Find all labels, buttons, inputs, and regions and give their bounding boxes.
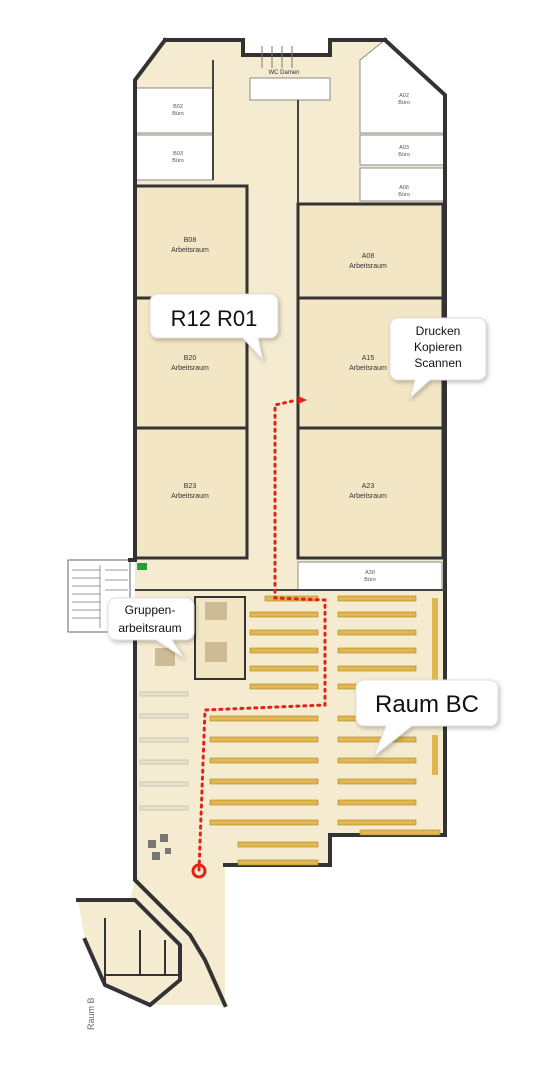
start-marker-icon[interactable] xyxy=(191,863,207,879)
shelf-row xyxy=(237,841,319,848)
label-b03-id: B03 xyxy=(173,151,183,157)
label-b20-id: B20 xyxy=(184,355,197,362)
room-a08[interactable] xyxy=(296,202,445,300)
street-label: Raum B xyxy=(86,997,96,1030)
shelf-row xyxy=(337,757,417,764)
shelf-row xyxy=(359,829,441,836)
label-a02-type: Büro xyxy=(398,100,410,106)
room-a23[interactable] xyxy=(296,426,445,560)
group-table-3 xyxy=(155,648,175,666)
shelf-row xyxy=(337,799,417,806)
shelf-row xyxy=(249,647,319,654)
shelf-row xyxy=(209,757,319,764)
callout-group xyxy=(107,597,195,659)
callout-print-line1: Drucken xyxy=(416,324,461,338)
stair-steps xyxy=(72,565,128,628)
shelf-row xyxy=(209,736,319,743)
wc-steps xyxy=(261,46,293,68)
label-a06-type: Büro xyxy=(398,192,410,198)
callout-r12 xyxy=(149,293,279,362)
outer-wall-top xyxy=(163,38,387,57)
label-b23-id: B23 xyxy=(184,483,197,490)
shelf-row xyxy=(209,819,319,826)
side-rack xyxy=(432,735,438,775)
callout-raum-bc xyxy=(355,679,499,758)
shelf-row xyxy=(337,629,417,636)
callout-group-line2: arbeitsraum xyxy=(118,621,181,635)
shelf-row xyxy=(337,778,417,785)
outer-wall-left xyxy=(128,37,168,562)
shelf-row xyxy=(249,629,319,636)
shelf-row xyxy=(337,665,417,672)
label-a23-type: Arbeitsraum xyxy=(349,493,387,500)
label-a23-id: A23 xyxy=(362,483,375,490)
room-a03[interactable] xyxy=(359,134,446,166)
wc-block xyxy=(249,77,331,101)
room-b23[interactable] xyxy=(133,426,249,560)
group-table-2 xyxy=(205,642,227,662)
group-table-1 xyxy=(205,602,227,620)
route-path xyxy=(197,398,327,872)
route-arrow-icon xyxy=(298,396,307,404)
label-b23-type: Arbeitsraum xyxy=(171,493,209,500)
shelf-row xyxy=(249,683,319,690)
label-a03-id: A03 xyxy=(399,145,409,151)
room-a30[interactable] xyxy=(297,561,443,591)
room-a06[interactable] xyxy=(359,167,446,202)
label-b20-type: Arbeitsraum xyxy=(171,365,209,372)
callout-print-line2: Kopieren xyxy=(414,340,462,354)
outer-wall-bottom-left xyxy=(133,630,228,1008)
exit-sign xyxy=(137,563,147,570)
shelf-row xyxy=(249,665,319,672)
label-a08-id: A08 xyxy=(362,253,375,260)
shelf-row xyxy=(337,611,417,618)
label-b03-type: Büro xyxy=(172,158,184,164)
shelves-left xyxy=(139,691,189,811)
label-a06-id: A06 xyxy=(399,185,409,191)
label-wc: WC Damen xyxy=(268,70,299,76)
side-rack xyxy=(432,598,438,686)
label-b08-type: Arbeitsraum xyxy=(171,247,209,254)
shelf-row xyxy=(237,859,319,866)
label-b02-id: B02 xyxy=(173,104,183,110)
label-a02-id: A02 xyxy=(399,93,409,99)
shelf-row xyxy=(209,778,319,785)
shelf-row xyxy=(337,647,417,654)
callout-raum-bc-text: Raum BC xyxy=(375,691,479,718)
lounge-seating xyxy=(148,834,171,860)
label-a08-type: Arbeitsraum xyxy=(349,263,387,270)
callout-group-line1: Gruppen- xyxy=(125,603,176,617)
callout-r12-text: R12 R01 xyxy=(171,306,258,331)
label-a30-type: Büro xyxy=(364,577,376,583)
label-a03-type: Büro xyxy=(398,152,410,158)
room-b03[interactable] xyxy=(134,134,214,181)
shelf-row xyxy=(209,799,319,806)
entrance-wall xyxy=(76,898,182,1008)
label-b02-type: Büro xyxy=(172,111,184,117)
shelf-row xyxy=(337,736,417,743)
label-a15-id: A15 xyxy=(362,355,375,362)
label-a15-type: Arbeitsraum xyxy=(349,365,387,372)
shelf-row xyxy=(209,715,319,722)
callout-print-line3: Scannen xyxy=(414,356,461,370)
label-b08-id: B08 xyxy=(184,237,197,244)
label-a30-id: A30 xyxy=(365,570,375,576)
shelf-row xyxy=(337,595,417,602)
callout-print xyxy=(389,317,487,400)
shelf-row xyxy=(337,819,417,826)
shelves-main xyxy=(209,595,441,866)
shelf-row xyxy=(249,611,319,618)
